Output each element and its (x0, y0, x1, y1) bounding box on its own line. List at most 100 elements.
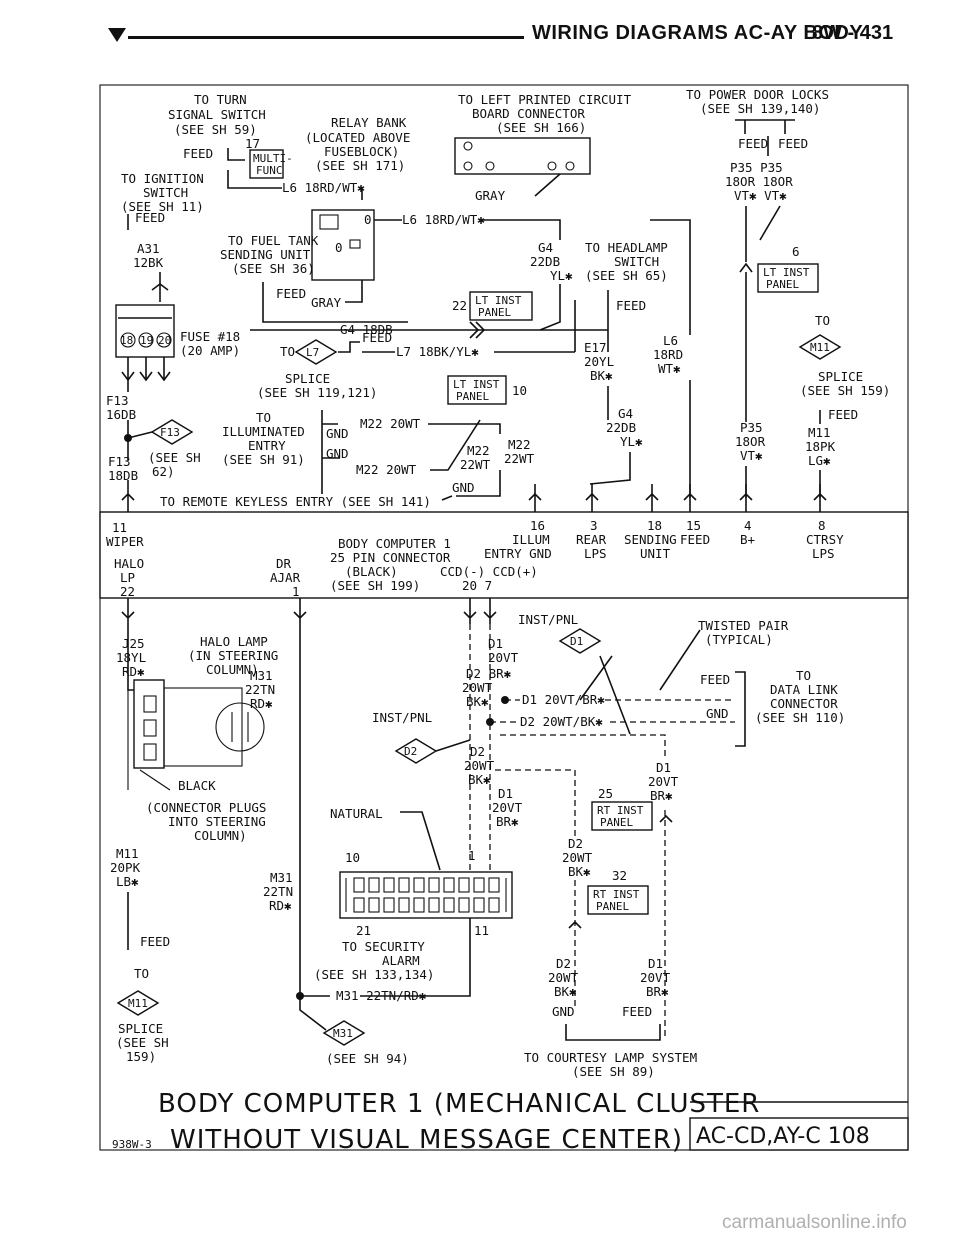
security-pin-cell (353, 877, 365, 893)
wiper-l2: WIPER (106, 534, 144, 549)
num-22: 22 (452, 298, 467, 313)
dr-ajar-l3: 1 (292, 584, 300, 599)
halo-lamp-filament (231, 712, 249, 742)
feed-label-2: FEED (135, 210, 165, 225)
feed-label-1: FEED (183, 146, 213, 161)
p35-pair-l1: P35 P35 (730, 160, 783, 175)
security-l3: (SEE SH 133,134) (314, 967, 434, 982)
turn-signal-l3: (SEE SH 59) (174, 122, 257, 137)
feed-label-11: FEED (622, 1004, 652, 1019)
m31b-l2: 22TN (263, 884, 293, 899)
m11-18pk-l2: 18PK (805, 439, 836, 454)
ccd-l2: 20 7 (462, 578, 492, 593)
rt-inst-1-l1: RT INST (597, 804, 644, 817)
lt-inst-1-l2: PANEL (456, 390, 489, 403)
relay-bank-l4: (SEE SH 171) (315, 158, 405, 173)
m31-wire-label: M31 22TN/RD✱ (336, 988, 427, 1003)
wire-g4-head (539, 284, 561, 331)
f13b-l1: F13 (108, 454, 131, 469)
header-rule (128, 36, 524, 39)
m11-20pk-l3: LB✱ (116, 874, 139, 889)
gnd-label-3: GND (452, 480, 475, 495)
fuse-num-18: 18 (120, 334, 133, 347)
connector-rt-inst-1-icon (659, 814, 673, 823)
pin-label-sending: SENDING (624, 532, 677, 547)
fuel-tank-l3: (SEE SH 36) (232, 261, 315, 276)
relay-terminal-2: 0 (335, 240, 343, 255)
p35-pair-l3: VT✱ VT✱ (734, 188, 787, 203)
d2-top-l2: 20WT (462, 680, 493, 695)
pin-label2-lps: LPS (584, 546, 607, 561)
data-link-l1: TO (796, 668, 811, 683)
data-link-bracket (735, 671, 746, 747)
lt-inst-2-l2: PANEL (478, 306, 511, 319)
rt-inst-panel-1 (591, 801, 653, 831)
d2-low-l3: BK✱ (568, 864, 591, 879)
lt-inst-panel-3 (757, 263, 819, 293)
lt-inst-1-l1: LT INST (453, 378, 500, 391)
fuse-18-icon (120, 332, 136, 348)
m22b-l2: 22WT (504, 451, 535, 466)
diagram-frame (99, 84, 909, 1151)
lt-inst-2-l1: LT INST (475, 294, 522, 307)
module-center-l2: 25 PIN CONNECTOR (330, 550, 451, 565)
m11-splice-bottom-icon (116, 990, 160, 1016)
wire-turn-feed (227, 148, 245, 161)
fuel-tank-l2: SENDING UNIT (220, 247, 311, 262)
to-splice-m11-l3: (SEE SH 159) (800, 383, 890, 398)
security-pin-cell (413, 877, 425, 893)
splice-121-l1: SPLICE (285, 371, 330, 386)
halo-lamp-l2: (IN STEERING (188, 648, 278, 663)
wire-m22-1 (428, 423, 501, 434)
relay-terminal: 0 (364, 212, 372, 227)
security-pin-cell (443, 877, 455, 893)
security-pin-cell (398, 897, 410, 913)
splice-121-l2: (SEE SH 119,121) (257, 385, 377, 400)
twisted-pair-l1: TWISTED PAIR (698, 618, 789, 633)
m31b-l3: RD✱ (269, 898, 292, 913)
pin-label-bplus: B+ (740, 532, 755, 547)
page-header: WIRING DIAGRAMS AC-AY BODY 8W - 431 (0, 0, 960, 80)
pin-label-feed: FEED (680, 532, 710, 547)
black-label: BLACK (178, 778, 216, 793)
headlamp-l2: SWITCH (614, 254, 659, 269)
courtesy-l2: (SEE SH 89) (572, 1064, 655, 1079)
wire-m31-return (360, 918, 471, 997)
d2-bottom-l2: 20WT (548, 970, 579, 985)
wire-g4b (589, 452, 631, 485)
l6b-l3: WT✱ (658, 361, 681, 376)
feed-label-10: FEED (700, 672, 730, 687)
security-pin-cell (473, 877, 485, 893)
pin-label-illum: ILLUM (512, 532, 550, 547)
d1-splice-icon (558, 628, 602, 654)
security-l1: TO SECURITY (342, 939, 425, 954)
connector-p35-icon (739, 262, 753, 273)
d1-right-l2: 20VT (648, 774, 679, 789)
f13-62-l1: (SEE SH (148, 450, 201, 465)
wire-l6-right (482, 219, 561, 240)
relay-bank-l3: FUSEBLOCK) (324, 144, 399, 159)
security-pin-cell (473, 897, 485, 913)
wire-pcb-gray (534, 173, 561, 197)
security-pin-cell (368, 897, 380, 913)
security-connector-ends (345, 878, 507, 912)
footer-ref-box (689, 1117, 909, 1151)
pin-16: 16 (530, 518, 545, 533)
pin-3: 3 (590, 518, 598, 533)
fuse18-l2: (20 AMP) (180, 343, 240, 358)
num-25: 25 (598, 786, 613, 801)
header-arrow-icon (108, 28, 126, 42)
security-pin-cell (443, 897, 455, 913)
to-label: TO (280, 344, 295, 359)
footer-ref: AC-CD,AY-C 108 (696, 1124, 870, 1149)
g4-l1: G4 (538, 240, 553, 255)
m31-l3: RD✱ (250, 696, 273, 711)
module-out-wires (121, 598, 307, 624)
halo-l3: 22 (120, 584, 135, 599)
power-door-bracket (735, 119, 795, 134)
pin-label2-ctrsy-lps: LPS (812, 546, 835, 561)
d1-splice-tag: D1 (570, 635, 583, 648)
pin-15: 15 (686, 518, 701, 533)
pin-4: 4 (744, 518, 752, 533)
relay-box (311, 209, 375, 281)
